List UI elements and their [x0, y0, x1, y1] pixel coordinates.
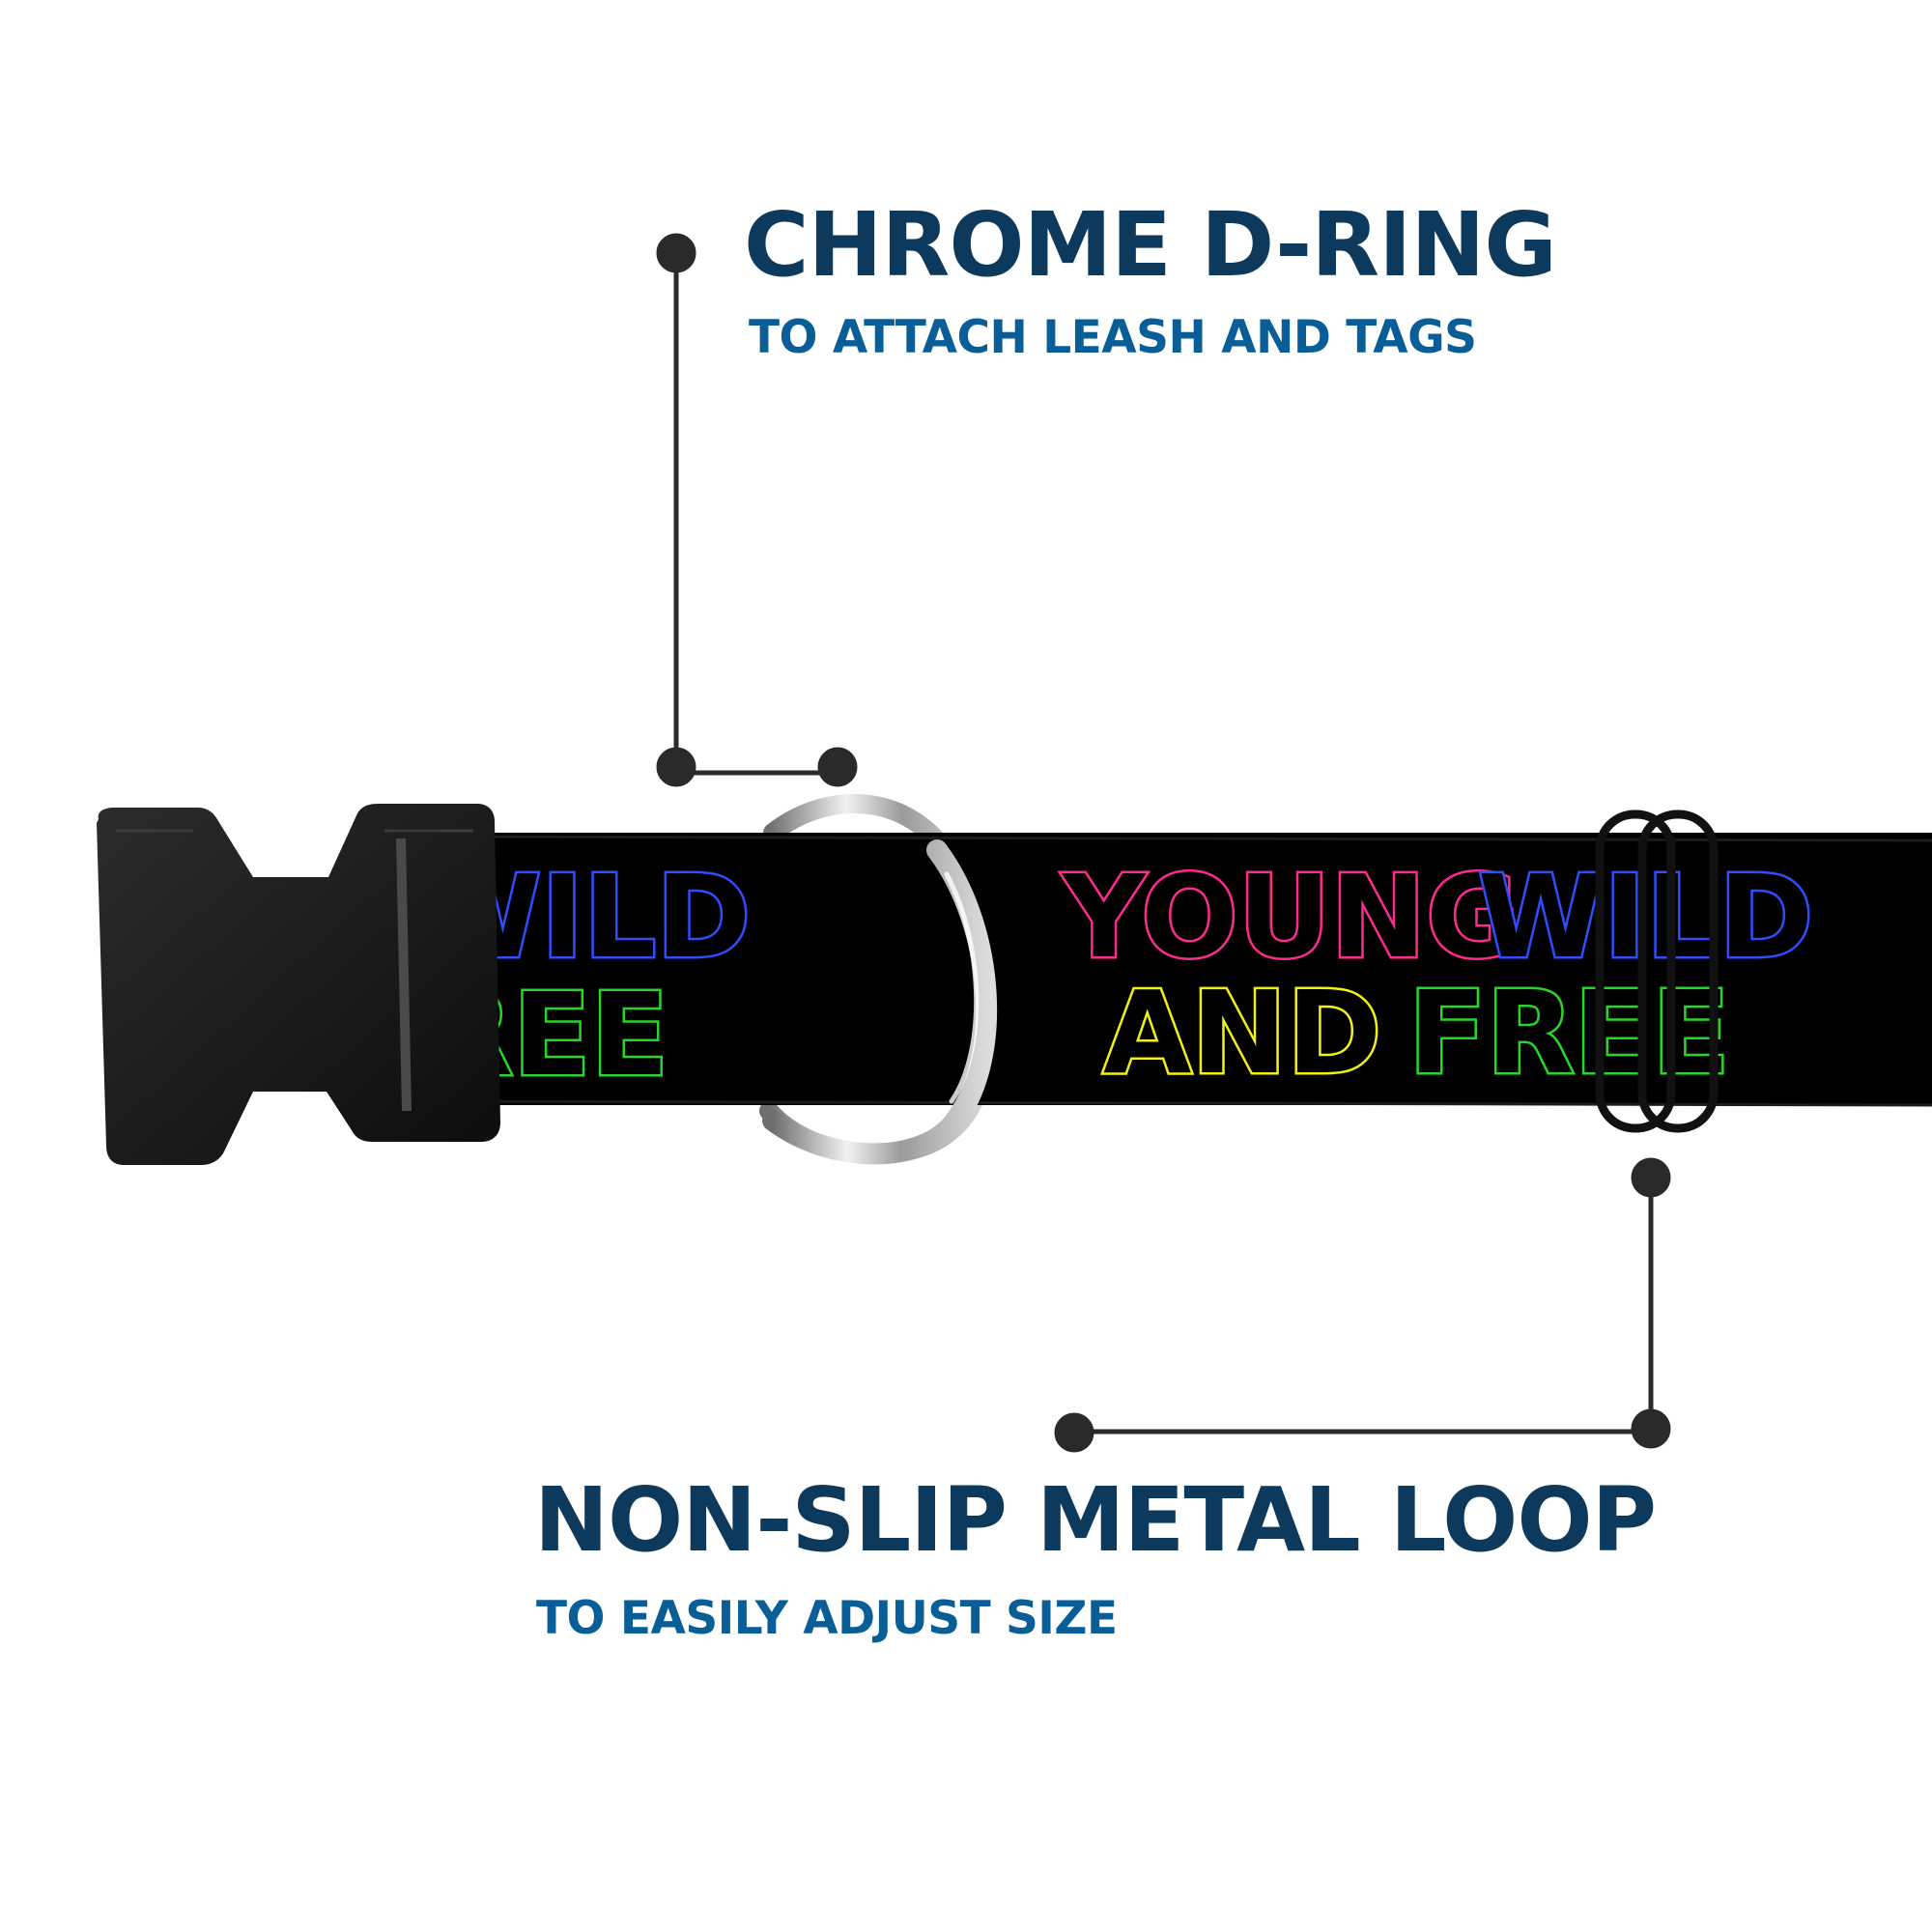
- callout-dot: [1631, 1408, 1671, 1449]
- print-free: FREE: [1408, 966, 1730, 1099]
- collar-strap: [406, 833, 1932, 1105]
- loop-callout-subtitle: TO EASILY ADJUST SIZE: [536, 1592, 1118, 1645]
- callout-dot: [817, 747, 858, 787]
- slide-loop-icon: [1595, 810, 1719, 1133]
- loop-callout-connector: [1054, 1157, 1671, 1453]
- print-young: YOUNG: [1061, 850, 1520, 983]
- side-release-buckle-icon: [97, 804, 500, 1165]
- callout-dot: [656, 747, 696, 787]
- callout-dot: [1054, 1412, 1094, 1453]
- d-ring-front: [762, 839, 998, 1165]
- callout-dot: [656, 233, 696, 273]
- callout-dot: [1631, 1157, 1671, 1198]
- d-ring-callout-subtitle: TO ATTACH LEASH AND TAGS: [749, 311, 1477, 364]
- loop-callout-title: NON-SLIP METAL LOOP: [534, 1468, 1657, 1572]
- print-and: AND: [1103, 966, 1381, 1099]
- d-ring-callout-title: CHROME D-RING: [744, 193, 1557, 297]
- d-ring-callout-connector: [656, 233, 858, 787]
